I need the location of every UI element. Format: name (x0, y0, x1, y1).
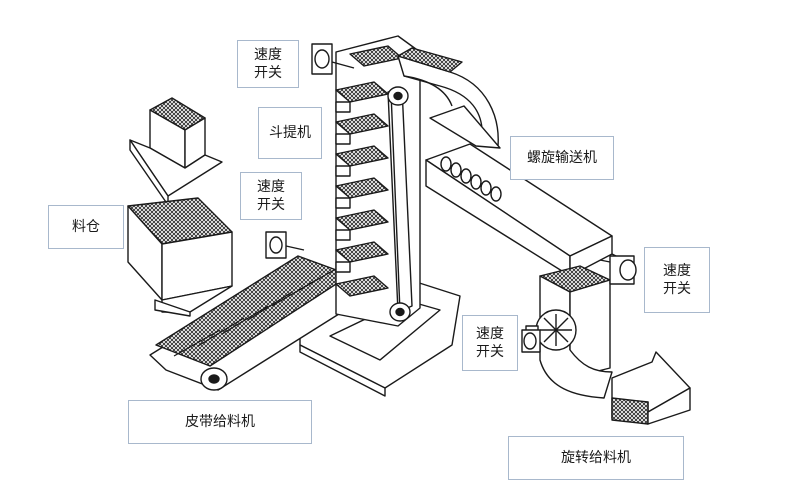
label-rotary-feeder: 旋转给料机 (508, 436, 684, 480)
screw-conveyor-illustration (425, 143, 625, 277)
speed-switch-sensor-top (311, 43, 355, 75)
label-belt-feeder: 皮带给料机 (128, 400, 312, 444)
speed-switch-sensor-bottom (521, 329, 541, 353)
label-speed-switch-mid: 速度 开关 (240, 172, 302, 220)
speed-switch-sensor-right (599, 255, 637, 285)
label-speed-switch-right: 速度 开关 (644, 247, 710, 313)
hopper-illustration (127, 97, 233, 317)
elevator-chute (397, 47, 501, 149)
label-hopper: 料仓 (48, 205, 124, 249)
label-speed-switch-top: 速度 开关 (237, 40, 299, 88)
label-speed-switch-bottom: 速度 开关 (462, 315, 518, 371)
speed-switch-sensor-mid (265, 231, 305, 259)
label-bucket-elevator: 斗提机 (258, 107, 322, 159)
label-screw-conveyor: 螺旋输送机 (510, 136, 614, 180)
bucket-elevator-illustration (335, 35, 421, 327)
